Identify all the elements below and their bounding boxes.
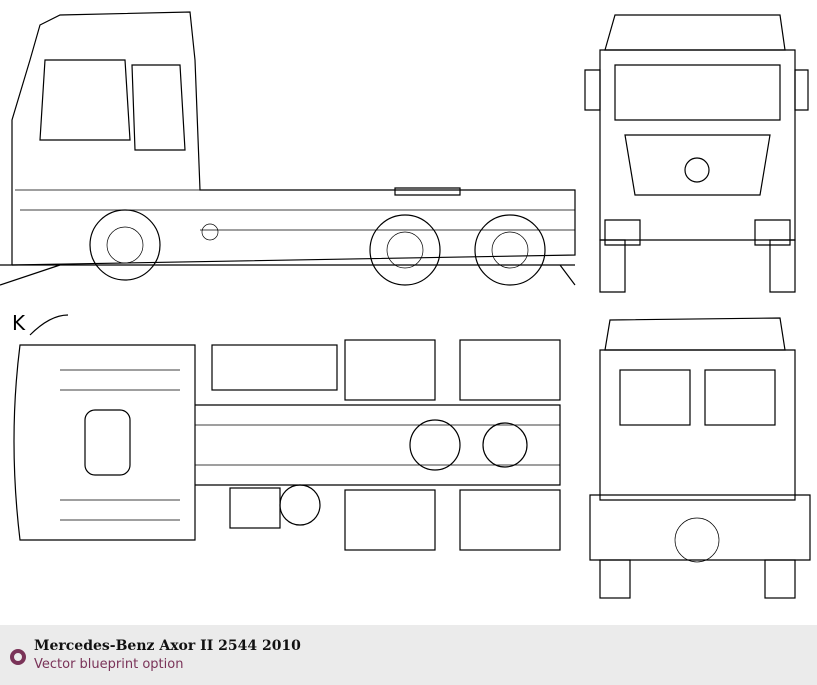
front-view [584,14,809,293]
blueprint-title: Mercedes-Benz Axor II 2544 2010 [34,638,301,654]
caption-bar: Mercedes-Benz Axor II 2544 2010 Vector b… [0,625,817,685]
rear-view [589,317,811,599]
top-view [13,339,561,551]
blueprint-drawing: K [0,11,811,599]
bullet-circle-icon [10,649,26,665]
blueprint-subtitle: Vector blueprint option [34,657,184,672]
view-label: K [12,311,26,335]
side-view [0,11,576,286]
